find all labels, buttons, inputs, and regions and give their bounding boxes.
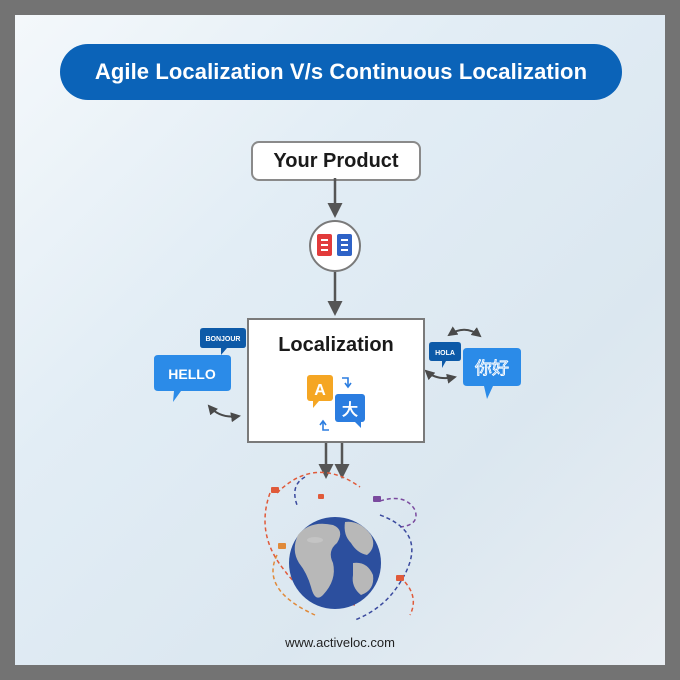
hola-bubble: HOLA xyxy=(429,342,461,368)
nihao-text: 你好 xyxy=(475,359,509,379)
bonjour-text: BONJOUR xyxy=(205,336,240,343)
page-title: Agile Localization V/s Continuous Locali… xyxy=(60,44,622,100)
globe-icon xyxy=(289,517,381,609)
footer-url: www.activeloc.com xyxy=(285,635,395,650)
product-label: Your Product xyxy=(273,149,399,172)
book-icon xyxy=(309,220,361,272)
right-curved-arrows xyxy=(424,326,482,384)
localization-box: Localization A 大 xyxy=(247,318,425,443)
route-markers xyxy=(271,487,404,581)
bonjour-bubble: BONJOUR xyxy=(200,328,246,355)
translate-cjk-char: 大 xyxy=(342,400,358,419)
double-arrow-to-globe xyxy=(318,443,350,479)
translate-latin-char: A xyxy=(314,382,326,399)
diagram-graphics: HELLO BONJOUR HOLA 你好 xyxy=(154,178,521,621)
diagram-canvas: Agile Localization V/s Continuous Locali… xyxy=(15,15,665,665)
hello-bubble: HELLO xyxy=(154,355,231,402)
hola-text: HOLA xyxy=(435,350,455,357)
page-title-text: Agile Localization V/s Continuous Locali… xyxy=(94,59,588,84)
nihao-bubble: 你好 xyxy=(463,348,521,399)
hello-text: HELLO xyxy=(168,366,216,382)
localization-label: Localization xyxy=(278,334,394,356)
left-curved-arrow xyxy=(207,404,241,423)
translate-icon: A 大 xyxy=(307,375,365,431)
